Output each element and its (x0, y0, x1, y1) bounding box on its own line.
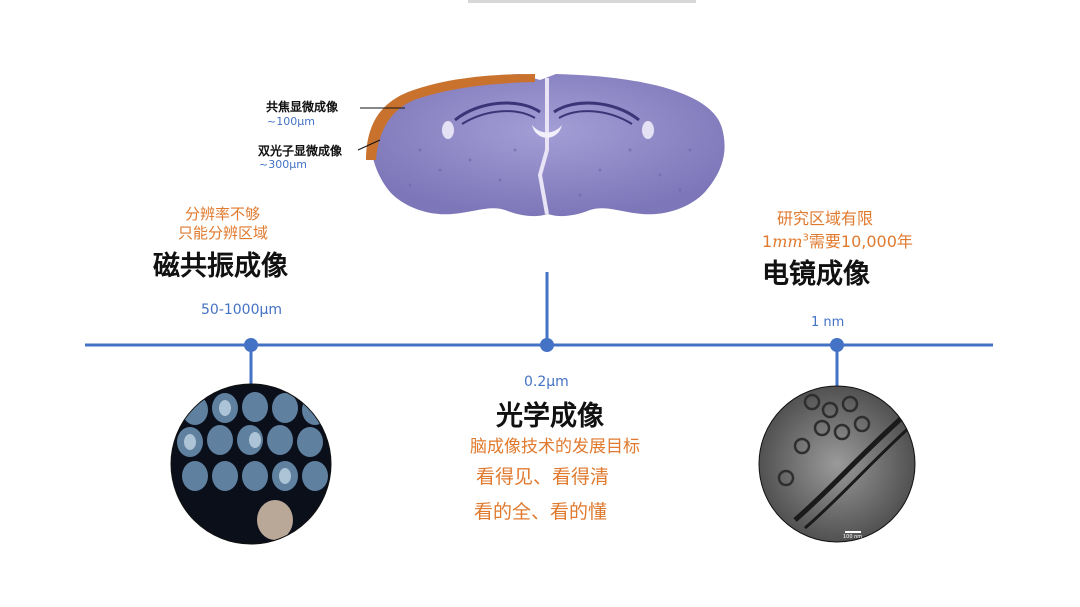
em-scalebar-label: 100 nm (843, 534, 863, 540)
optical-subtitle: 脑成像技术的发展目标 (470, 437, 640, 457)
two-photon-label: 双光子显微成像 (258, 144, 343, 158)
confocal-depth: ~100μm (267, 115, 315, 128)
mri-image (171, 384, 331, 544)
mri-title: 磁共振成像 (153, 251, 288, 282)
em-title: 电镜成像 (762, 259, 870, 290)
optical-goal1: 看得见、看得清 (476, 466, 610, 488)
mri-note-line2: 只能分辨区域 (178, 224, 269, 242)
top-decoration-bar (468, 0, 696, 3)
two-photon-depth: ~300μm (259, 158, 307, 171)
em-marker (830, 338, 844, 352)
optical-marker (540, 338, 554, 352)
em-scale: 1 nm (811, 315, 845, 330)
optical-goal2: 看的全、看的懂 (474, 501, 608, 523)
brain-section-image (366, 74, 725, 217)
optical-title: 光学成像 (496, 401, 604, 432)
em-note-line2: 1mm3需要10,000年 (762, 232, 913, 251)
em-image (759, 386, 915, 542)
optical-scale: 0.2μm (524, 374, 569, 390)
two-photon-pointer-line (357, 139, 381, 151)
em-note-line1: 研究区域有限 (777, 209, 874, 228)
mri-marker (244, 338, 258, 352)
confocal-label: 共焦显微成像 (266, 100, 339, 114)
mri-scale: 50-1000μm (201, 302, 283, 318)
mri-note-line1: 分辨率不够 (185, 205, 261, 223)
